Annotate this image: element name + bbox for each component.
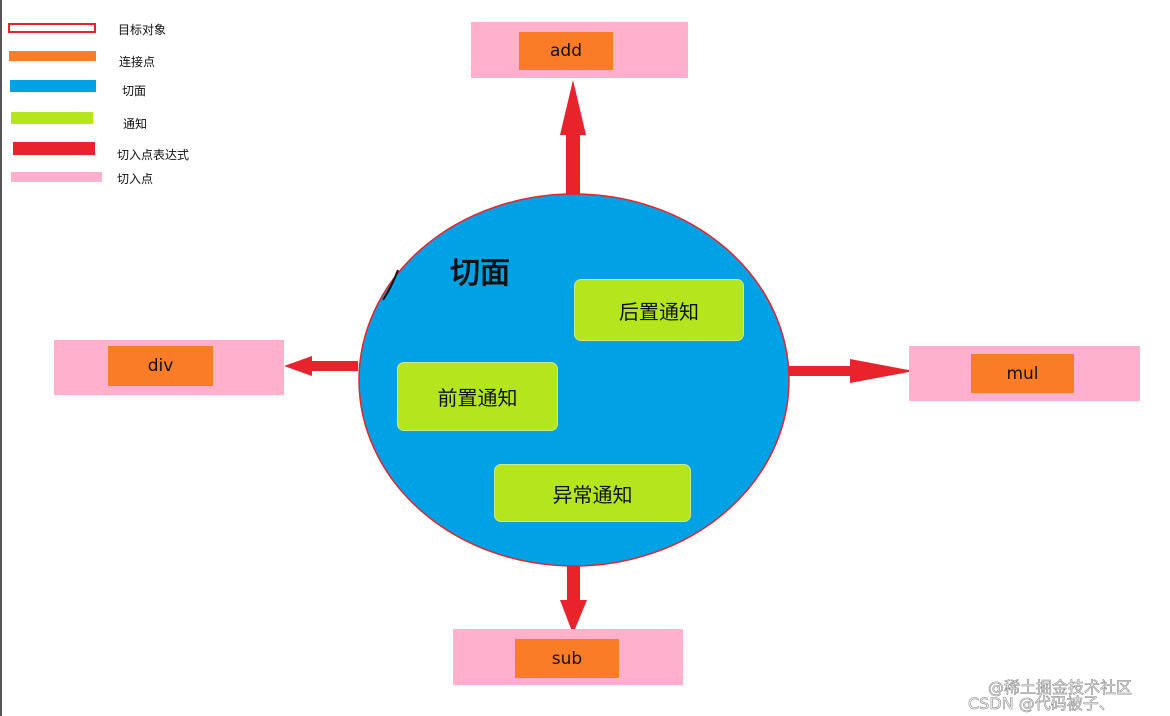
advice-before-label: 前置通知	[437, 386, 518, 410]
legend-swatch-aspect	[10, 80, 96, 92]
aspect-title: 切面	[450, 256, 510, 291]
legend-label-join-point: 连接点	[119, 55, 156, 69]
legend-label-advice: 通知	[123, 117, 148, 131]
legend-label-pointcut-expression: 切入点表达式	[117, 148, 190, 162]
legend-label-aspect: 切面	[122, 84, 147, 98]
legend-swatch-advice	[11, 112, 93, 124]
join-point-sub-label: sub	[551, 648, 583, 669]
join-point-add: add	[519, 32, 613, 70]
pointcut-div: div	[54, 340, 284, 395]
join-point-div: div	[108, 346, 213, 386]
watermark-csdn: CSDN @代码被子、	[968, 694, 1115, 714]
advice-after-label: 后置通知	[619, 299, 699, 324]
pointcut-sub: sub	[453, 629, 683, 685]
pointcut-add: add	[471, 22, 688, 78]
watermark-juejin: @稀土掘金技术社区	[988, 678, 1133, 698]
pointcut-mul: mul	[909, 346, 1140, 401]
join-point-mul-label: mul	[1006, 363, 1039, 384]
join-point-mul: mul	[971, 354, 1074, 393]
arrow-left-to-div	[284, 356, 358, 376]
advice-exception: 异常通知	[494, 464, 691, 522]
legend-swatch-pointcut-expression	[13, 142, 95, 155]
join-point-sub: sub	[515, 639, 619, 678]
arrow-down-to-sub	[560, 562, 587, 634]
left-edge-line	[0, 0, 2, 716]
ellipse-edge-mark	[382, 269, 399, 301]
arrow-up-to-add	[560, 80, 586, 194]
legend-swatch-join-point	[9, 51, 96, 61]
legend-label-target-object: 目标对象	[118, 23, 167, 37]
join-point-div-label: div	[147, 356, 174, 376]
join-point-add-label: add	[550, 41, 582, 61]
legend-swatch-pointcut	[11, 172, 102, 182]
arrow-right-to-mul	[788, 359, 914, 383]
advice-exception-label: 异常通知	[552, 482, 633, 507]
legend-swatch-target-object	[8, 23, 96, 33]
advice-after: 后置通知	[574, 279, 744, 341]
legend-label-pointcut: 切入点	[117, 172, 154, 186]
advice-before: 前置通知	[397, 362, 558, 431]
